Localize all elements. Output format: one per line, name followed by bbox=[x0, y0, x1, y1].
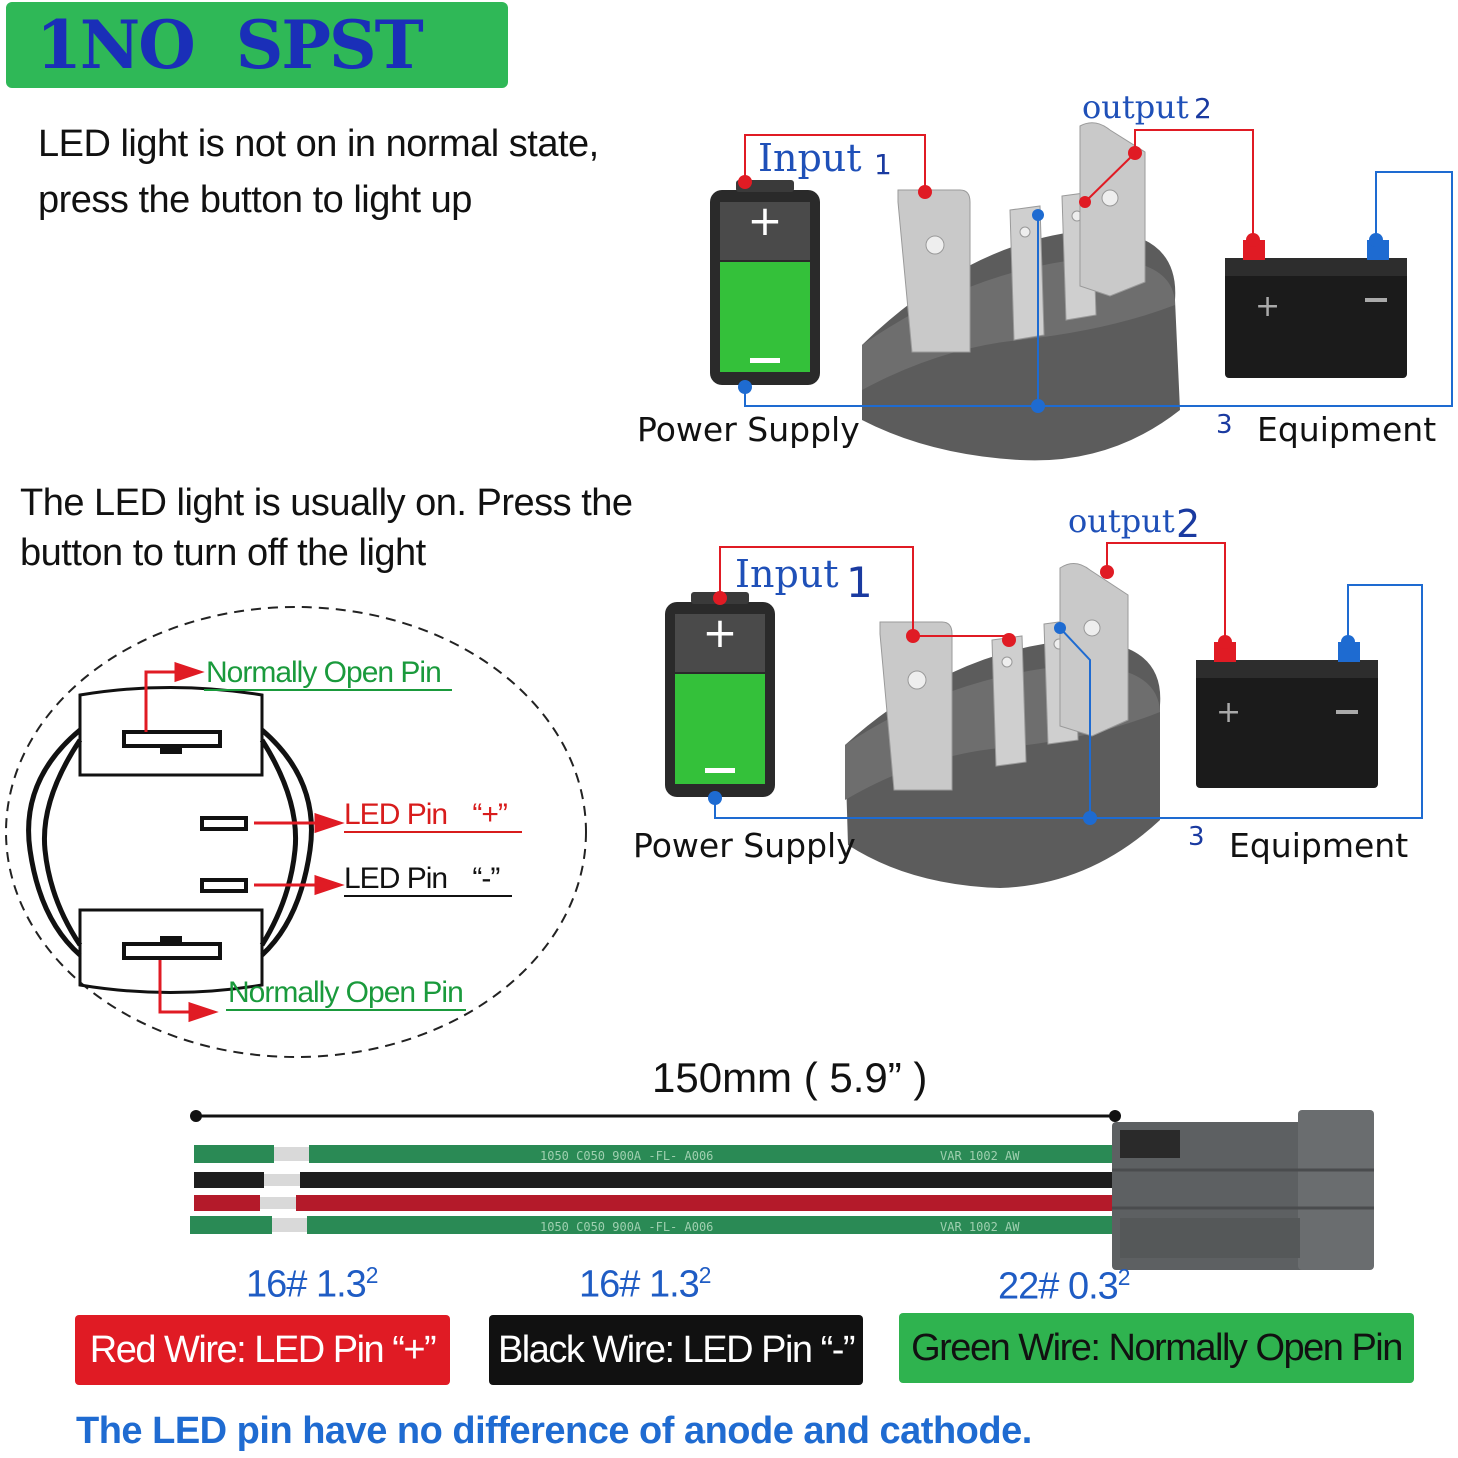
blue-wires-1 bbox=[744, 171, 1453, 407]
wire-print-top-1: 1050 C050 900A -FL- A006 bbox=[540, 1149, 713, 1163]
led-minus-label: LED Pin bbox=[344, 862, 448, 895]
pinout-diagram bbox=[5, 606, 587, 1058]
title-text: 1NO SPST bbox=[36, 6, 424, 84]
output-number-2: 2 bbox=[1176, 502, 1201, 546]
wire-black bbox=[194, 1172, 1124, 1188]
led-plus-sign: “+” bbox=[472, 798, 507, 831]
terminal-2 bbox=[1079, 122, 1146, 297]
pin-label-normally-open-bottom: Normally Open Pin bbox=[228, 976, 464, 1009]
terminal-2-b bbox=[1059, 563, 1129, 737]
gauge-red-value: 16# 1.3 bbox=[246, 1263, 367, 1306]
title-badge bbox=[6, 2, 508, 88]
blue-wires-2 bbox=[714, 584, 1423, 819]
input-label-1: Input bbox=[758, 136, 862, 180]
led-minus-sign: “-” bbox=[472, 862, 500, 895]
diagram2-description-line1: The LED light is usually on. Press the bbox=[20, 482, 633, 524]
svg-text:+: + bbox=[1255, 289, 1280, 324]
diagram1-description-line1: LED light is not on in normal state, bbox=[38, 123, 599, 165]
bottom-pin bbox=[122, 942, 222, 960]
pin3-number-2: 3 bbox=[1188, 822, 1205, 852]
diagram1-description: LED light is not on in normal state, pre… bbox=[38, 116, 599, 228]
gauge-green-value: 22# 0.3 bbox=[998, 1265, 1119, 1308]
wire-connector bbox=[1112, 1110, 1374, 1270]
pin-label-led-plus: LED Pin “+” bbox=[344, 798, 508, 832]
pin3-number-1: 3 bbox=[1216, 410, 1233, 440]
wire-green-top bbox=[194, 1145, 1124, 1163]
equipment-label-1: Equipment bbox=[1257, 410, 1437, 449]
power-supply-label-2: Power Supply bbox=[633, 826, 856, 865]
battery-1: + bbox=[710, 180, 820, 385]
led-plus-label: LED Pin bbox=[344, 798, 448, 831]
wire-harness: 1050 C050 900A -FL- A006 VAR 1002 AW 105… bbox=[190, 1110, 1374, 1270]
led-plus-pin bbox=[200, 816, 248, 831]
diagram1-description-line2: press the button to light up bbox=[38, 179, 472, 221]
gauge-black-value: 16# 1.3 bbox=[579, 1263, 700, 1306]
equipment-box-1: + bbox=[1225, 240, 1407, 378]
output-number-1: 2 bbox=[1194, 92, 1212, 125]
equipment-box-2: + bbox=[1196, 642, 1378, 788]
wire-print-top-2: VAR 1002 AW bbox=[940, 1149, 1020, 1163]
gauge-black-wire: 16# 1.32 bbox=[579, 1262, 712, 1307]
led-minus-pin bbox=[200, 878, 248, 893]
footer-note: The LED pin have no difference of anode … bbox=[76, 1410, 1032, 1452]
pin-arrows bbox=[144, 661, 345, 1023]
terminal-1 bbox=[897, 189, 971, 353]
red-wires-1 bbox=[744, 129, 1254, 240]
output-label-1: output bbox=[1082, 88, 1189, 126]
diagram2-description-line2: button to turn off the light bbox=[20, 532, 426, 574]
equipment-label-2: Equipment bbox=[1229, 826, 1409, 865]
wiring-diagram-1: + + bbox=[710, 122, 1453, 461]
wiring-diagram-2: + + bbox=[665, 542, 1423, 888]
gauge-red-sup: 2 bbox=[365, 1262, 379, 1288]
terminal-led-1-b bbox=[991, 635, 1027, 767]
wire-green-bottom bbox=[190, 1216, 1124, 1234]
power-supply-label-1: Power Supply bbox=[637, 410, 860, 449]
svg-text:+: + bbox=[702, 608, 737, 657]
terminal-led-1 bbox=[1009, 205, 1045, 341]
battery-2: + bbox=[665, 592, 775, 797]
svg-text:+: + bbox=[1216, 695, 1241, 730]
gauge-red-wire: 16# 1.32 bbox=[246, 1262, 379, 1307]
input-label-2: Input bbox=[735, 552, 839, 596]
wire-print-bottom-1: 1050 C050 900A -FL- A006 bbox=[540, 1220, 713, 1234]
top-pin bbox=[122, 730, 222, 748]
pin-label-normally-open-top: Normally Open Pin bbox=[206, 656, 442, 689]
input-number-2: 1 bbox=[846, 558, 873, 607]
gauge-green-sup: 2 bbox=[1117, 1264, 1131, 1290]
wire-print-bottom-2: VAR 1002 AW bbox=[940, 1220, 1020, 1234]
output-label-2: output bbox=[1068, 502, 1175, 540]
gauge-green-wire: 22# 0.32 bbox=[998, 1264, 1131, 1309]
green-wire-label: Green Wire: Normally Open Pin bbox=[899, 1313, 1414, 1383]
red-wire-label: Red Wire: LED Pin “+” bbox=[75, 1315, 450, 1385]
svg-text:+: + bbox=[747, 196, 782, 245]
terminal-1-b bbox=[879, 621, 953, 791]
wire-length-label: 150mm ( 5.9” ) bbox=[652, 1054, 928, 1101]
diagram2-description: The LED light is usually on. Press the b… bbox=[20, 478, 633, 578]
black-wire-label: Black Wire: LED Pin “-” bbox=[489, 1315, 863, 1385]
pin-label-led-minus: LED Pin “-” bbox=[344, 862, 500, 896]
button-outline bbox=[26, 686, 314, 994]
input-number-1: 1 bbox=[874, 148, 892, 181]
wire-red bbox=[194, 1195, 1124, 1211]
gauge-black-sup: 2 bbox=[698, 1262, 712, 1288]
